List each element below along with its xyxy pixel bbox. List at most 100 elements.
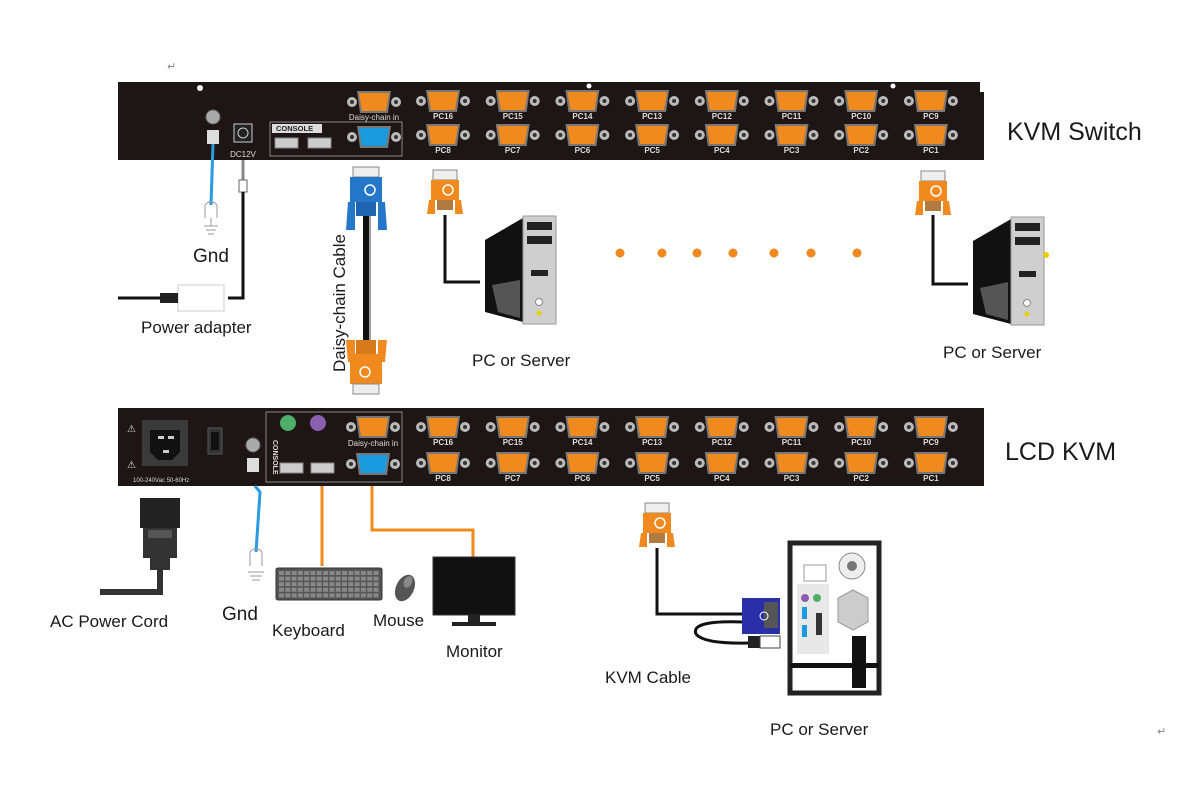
- port-label: PC9: [923, 112, 939, 121]
- vga-port-pc15: PC15: [485, 416, 540, 447]
- port-label: PC12: [712, 112, 733, 121]
- svg-text:⚠: ⚠: [127, 424, 136, 435]
- vga-port-pc14: PC14: [555, 90, 610, 121]
- ellipsis-dot: [657, 248, 667, 258]
- port-label: PC2: [853, 474, 869, 483]
- port-label: PC4: [714, 146, 730, 155]
- port-label: PC11: [782, 438, 802, 447]
- ac-inlet: [142, 420, 188, 466]
- port-label: PC14: [572, 112, 593, 121]
- port-label: PC8: [435, 146, 451, 155]
- power-adapter: [118, 160, 248, 312]
- vga-port-pc16: PC16: [416, 90, 470, 121]
- port-label: PC16: [433, 112, 454, 121]
- pc-server-label-1: PC or Server: [472, 351, 571, 370]
- svg-text:CONSOLE: CONSOLE: [276, 124, 313, 133]
- ellipsis-dot: [692, 248, 702, 258]
- port-label: PC4: [714, 474, 730, 483]
- port-label: PC15: [503, 112, 524, 121]
- port-label: PC16: [433, 438, 454, 447]
- vga-port-pc6: PC6: [555, 124, 610, 155]
- ellipsis-dot: [852, 248, 862, 258]
- port-label: PC14: [572, 438, 593, 447]
- ellipsis-dot: [769, 248, 779, 258]
- vga-port-pc8: PC8: [416, 452, 470, 483]
- pc-server-3: [787, 540, 882, 696]
- vga-port-pc10: PC10: [834, 90, 889, 121]
- vga-port-pc7: PC7: [485, 452, 540, 483]
- vga-port-pc1: PC1: [903, 452, 958, 483]
- ground-wire-top: [204, 143, 218, 235]
- kvm-cable: [638, 502, 781, 649]
- power-adapter-label: Power adapter: [141, 318, 252, 337]
- return-mark: ↵: [1157, 726, 1166, 738]
- lcd-kvm-title: LCD KVM: [1005, 438, 1116, 466]
- keyboard-label: Keyboard: [272, 621, 345, 640]
- svg-text:⚠: ⚠: [127, 460, 136, 471]
- mouse: [394, 574, 416, 602]
- vga-port-pc10: PC10: [834, 416, 889, 447]
- vga-port-pc14: PC14: [555, 416, 610, 447]
- return-mark: ↵: [167, 61, 176, 73]
- pc-server-1: [426, 169, 557, 325]
- vga-port-pc2: PC2: [834, 452, 889, 483]
- port-label: PC1: [923, 146, 939, 155]
- ground-terminal: [245, 437, 261, 472]
- vga-port-pc9: PC9: [903, 416, 958, 447]
- port-label: PC11: [782, 112, 802, 121]
- port-label: PC3: [784, 146, 800, 155]
- port-label: PC15: [503, 438, 524, 447]
- vga-port-pc5: PC5: [625, 124, 680, 155]
- port-label: PC10: [851, 438, 872, 447]
- vga-port-pc5: PC5: [625, 452, 680, 483]
- vga-port-pc7: PC7: [485, 124, 540, 155]
- pc-server-label-3: PC or Server: [770, 720, 869, 739]
- svg-text:CONSOLE: CONSOLE: [271, 440, 278, 475]
- vga-port-pc13: PC13: [625, 416, 680, 447]
- console-ports: CONSOLE: [265, 411, 403, 483]
- vga-port-pc12: PC12: [694, 416, 749, 447]
- console-ports: CONSOLE: [269, 121, 403, 157]
- ellipsis-dot: [728, 248, 738, 258]
- vga-port-pc13: PC13: [625, 90, 680, 121]
- monitor: [432, 556, 516, 626]
- more-pcs-ellipsis: [615, 248, 862, 258]
- vga-port-pc6: PC6: [555, 452, 610, 483]
- svg-text:Daisy-chain in: Daisy-chain in: [348, 439, 398, 448]
- ground-terminal: [205, 109, 221, 144]
- ellipsis-dot: [806, 248, 816, 258]
- port-label: PC3: [784, 474, 800, 483]
- vga-port-pc1: PC1: [903, 124, 958, 155]
- power-switch: [207, 427, 223, 455]
- gnd-label-top: Gnd: [193, 246, 229, 267]
- port-label: PC6: [575, 474, 591, 483]
- port-label: PC10: [851, 112, 872, 121]
- dc-power-jack: DC12V: [230, 123, 257, 159]
- vga-port-pc16: PC16: [416, 416, 470, 447]
- mouse-label: Mouse: [373, 611, 425, 630]
- svg-text:100-240Vac 50-60Hz: 100-240Vac 50-60Hz: [133, 478, 189, 484]
- ac-power-cord-label: AC Power Cord: [50, 612, 169, 631]
- ground-wire-bottom: [248, 485, 264, 581]
- port-label: PC7: [505, 146, 521, 155]
- vga-port-pc11: PC11: [764, 416, 819, 447]
- daisy-chain-cable-label: Daisy-chain Cable: [330, 234, 349, 372]
- monitor-label: Monitor: [446, 642, 503, 661]
- port-label: PC7: [505, 474, 521, 483]
- port-label: PC8: [435, 474, 451, 483]
- vga-port-pc11: PC11: [764, 90, 819, 121]
- port-label: PC5: [644, 474, 660, 483]
- pc-server-2: [914, 170, 1049, 326]
- vga-port-pc15: PC15: [485, 90, 540, 121]
- vga-port-pc9: PC9: [903, 90, 958, 121]
- port-label: PC5: [644, 146, 660, 155]
- pc-server-label-2: PC or Server: [943, 343, 1042, 362]
- daisy-chain-cable: [346, 166, 387, 395]
- vga-port-pc3: PC3: [764, 452, 819, 483]
- vga-port-pc3: PC3: [764, 124, 819, 155]
- vga-port-pc2: PC2: [834, 124, 889, 155]
- port-label: PC2: [853, 146, 869, 155]
- gnd-label-bottom: Gnd: [222, 604, 258, 625]
- lcd-kvm-panel: ⚠ ⚠ 100-240Vac 50-60Hz CONSOLE: [118, 408, 984, 486]
